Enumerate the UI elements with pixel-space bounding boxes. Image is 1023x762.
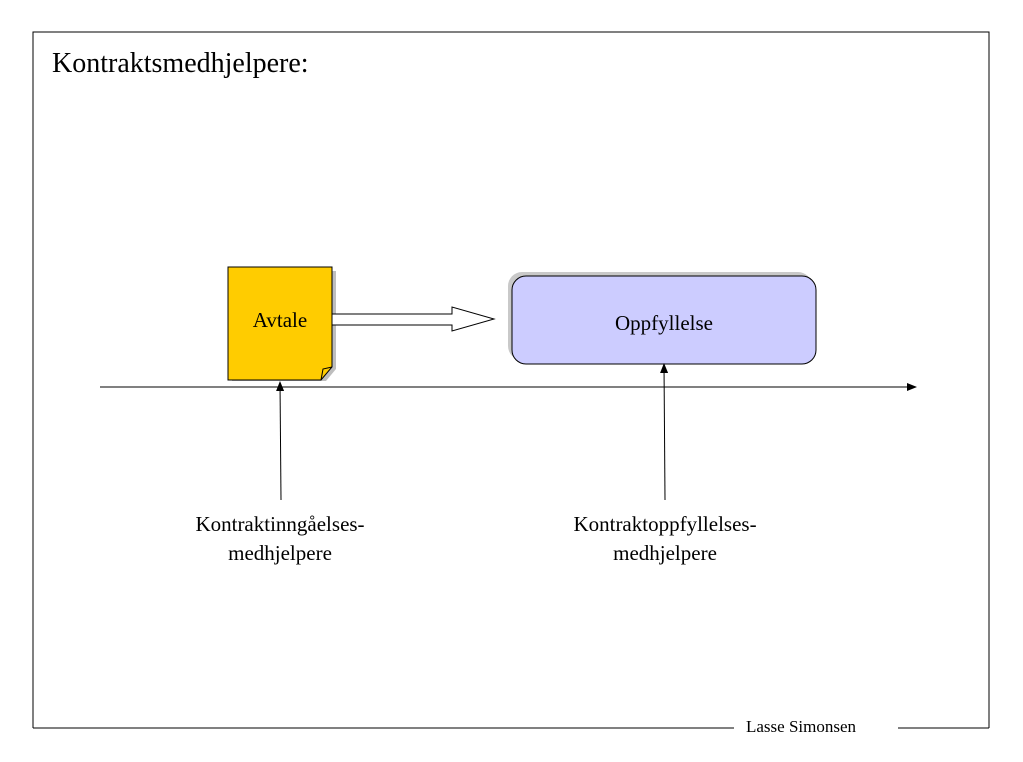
slide-frame: [32, 31, 990, 728]
pointer-arrow-right: [660, 363, 669, 501]
footer-author: Lasse Simonsen: [738, 717, 865, 737]
caption-right-line1: Kontraktoppfyllelses-: [573, 512, 757, 536]
caption-right-line2: medhjelpere: [613, 541, 717, 565]
slide-title: Kontraktsmedhjelpere:: [52, 48, 309, 79]
block-arrow: [331, 306, 496, 332]
oppfyllelse-label: Oppfyllelse: [615, 311, 713, 335]
caption-left-line2: medhjelpere: [228, 541, 332, 565]
avtale-folded-corner: [320, 366, 333, 381]
avtale-document-shape: [227, 266, 333, 381]
caption-right: Kontraktoppfyllelses- medhjelpere: [520, 510, 810, 568]
caption-left: Kontraktinngåelses- medhjelpere: [150, 510, 410, 568]
caption-left-line1: Kontraktinngåelses-: [195, 512, 365, 536]
pointer-arrow-left: [276, 381, 285, 501]
avtale-label: Avtale: [252, 308, 308, 332]
